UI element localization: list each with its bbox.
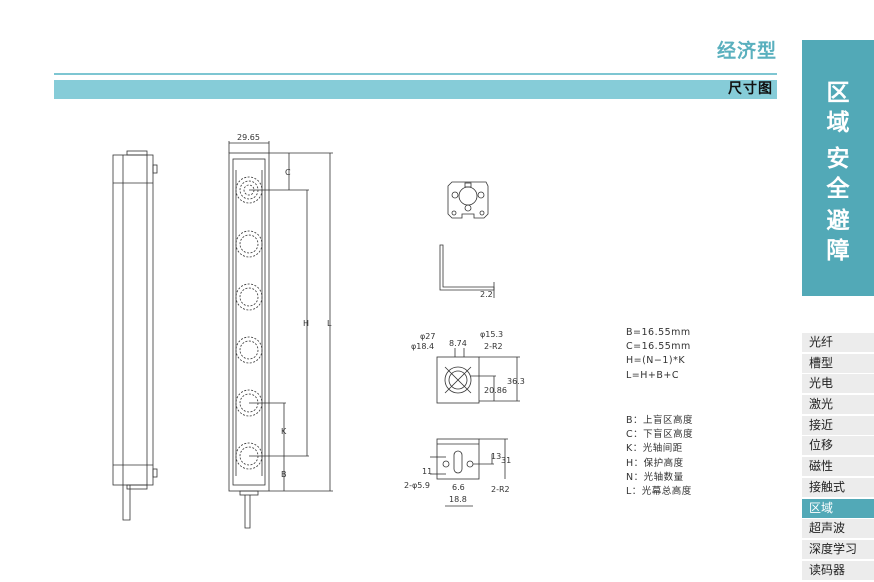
- dim-188: 18.8: [449, 495, 467, 504]
- dim-h: H: [303, 319, 309, 328]
- nav-item[interactable]: 超声波: [802, 519, 874, 539]
- dim-874: 8.74: [449, 339, 467, 348]
- dim-b: B: [281, 470, 287, 479]
- legend-item: K：光轴间距: [626, 443, 683, 455]
- width-dim: 29.65: [237, 133, 260, 142]
- dim-phi27: φ27: [420, 332, 435, 341]
- dim-hole: 2-φ5.9: [404, 481, 430, 490]
- category-char: 全: [826, 176, 850, 202]
- nav-item[interactable]: 读码器: [802, 560, 874, 580]
- dim-13: 13: [491, 452, 501, 461]
- dim-l: L: [327, 319, 332, 328]
- legend-item: L：光幕总高度: [626, 486, 692, 498]
- section-bar: 尺寸图: [54, 80, 777, 99]
- bracket-dim: 2.2: [480, 290, 493, 299]
- formula-list: B=16.55mm C=16.55mm H=(N−1)*K L=H+B+C: [626, 326, 691, 383]
- nav-item[interactable]: 接触式: [802, 477, 874, 497]
- dim-11: 11: [422, 467, 432, 476]
- dim-phi18: φ18.4: [411, 342, 434, 351]
- legend-item: C：下盲区高度: [626, 429, 694, 441]
- section-title: 尺寸图: [728, 81, 773, 97]
- front-view: [228, 141, 333, 529]
- end-cap-view: [447, 181, 489, 219]
- category-char: 障: [826, 238, 850, 264]
- nav-item[interactable]: 槽型: [802, 353, 874, 373]
- nav-item[interactable]: 光电: [802, 374, 874, 394]
- category-tab: 区 域 安 全 避 障: [802, 40, 874, 296]
- bracket-top-view: [436, 348, 520, 404]
- divider: [54, 73, 777, 75]
- legend-item: N：光轴数量: [626, 471, 684, 483]
- nav-item[interactable]: 磁性: [802, 457, 874, 477]
- nav-item[interactable]: 光纤: [802, 333, 874, 352]
- nav-item-active[interactable]: 区域: [802, 498, 874, 518]
- dim-363: 36.3: [507, 377, 525, 386]
- page-title: 经济型: [716, 40, 777, 62]
- formula: B=16.55mm: [626, 327, 691, 338]
- dim-2086: 20.86: [484, 386, 507, 395]
- category-char: 安: [826, 146, 850, 172]
- bracket-side-view: [439, 244, 495, 298]
- dim-c: C: [285, 168, 291, 177]
- nav-item[interactable]: 深度学习: [802, 539, 874, 559]
- category-char: 区: [826, 80, 850, 106]
- side-view: [112, 150, 158, 521]
- dim-k: K: [281, 427, 287, 436]
- nav-item[interactable]: 位移: [802, 436, 874, 456]
- symbol-legend: B：上盲区高度 C：下盲区高度 K：光轴间距 H：保护高度 N：光轴数量 L：光…: [626, 414, 693, 499]
- nav-item[interactable]: 接近: [802, 415, 874, 435]
- legend-item: H：保护高度: [626, 457, 684, 469]
- nav-item[interactable]: 激光: [802, 395, 874, 415]
- dim-31: 31: [501, 456, 511, 465]
- dim-r2-top: 2-R2: [484, 342, 503, 351]
- category-char: 域: [826, 110, 850, 136]
- formula: H=(N−1)*K: [626, 355, 686, 367]
- dim-phi153: φ15.3: [480, 330, 503, 339]
- category-nav: 光纤 槽型 光电 激光 接近 位移 磁性 接触式 区域 超声波 深度学习 读码器: [802, 333, 874, 581]
- dim-66: 6.6: [452, 483, 465, 492]
- formula: L=H+B+C: [626, 369, 679, 381]
- dim-r2-bottom: 2-R2: [491, 485, 510, 494]
- bracket-front-view: [430, 438, 508, 507]
- category-char: 避: [826, 208, 850, 234]
- legend-item: B：上盲区高度: [626, 415, 694, 426]
- formula: C=16.55mm: [626, 341, 691, 353]
